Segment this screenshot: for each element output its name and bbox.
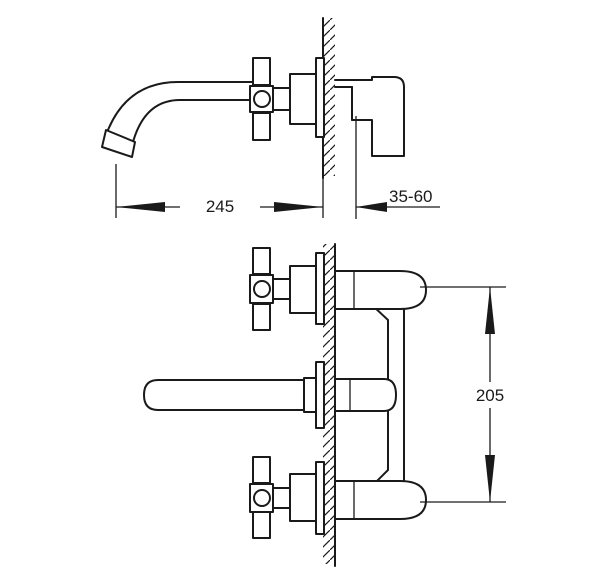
bottom-handle-assembly xyxy=(249,456,427,539)
dimension-label-handle-spacing: 205 xyxy=(476,386,504,405)
spout-outlet xyxy=(101,129,136,158)
dimension-spout-reach: 245 xyxy=(115,164,324,218)
cross-handle-side xyxy=(249,57,274,141)
front-view: 205 xyxy=(143,243,512,567)
dimension-handle-spacing: 205 xyxy=(420,286,512,503)
spout-front xyxy=(143,361,397,429)
bonnet-side xyxy=(289,73,317,125)
dimension-label-spout-reach: 245 xyxy=(206,197,234,216)
rough-in-valve xyxy=(334,76,405,219)
dimension-wall-range: 35-60 xyxy=(356,187,440,212)
escutcheon-side xyxy=(315,57,325,138)
side-view: 245 35-60 xyxy=(101,17,440,219)
spout-side xyxy=(107,81,255,143)
top-handle-assembly xyxy=(249,247,427,331)
dimension-label-wall-range: 35-60 xyxy=(389,187,432,206)
